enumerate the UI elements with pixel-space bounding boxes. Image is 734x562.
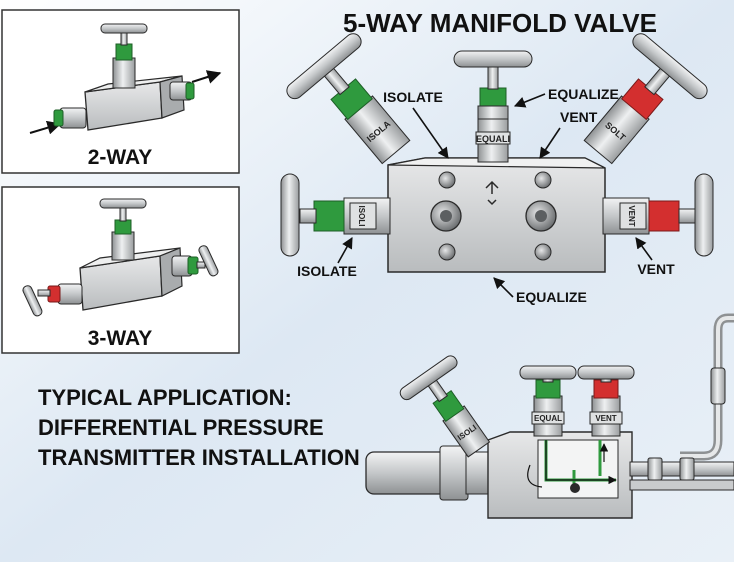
callout-equalize-top: EQUALIZE bbox=[548, 86, 619, 102]
application-heading: TYPICAL APPLICATION: DIFFERENTIAL PRESSU… bbox=[38, 385, 360, 470]
application-heading-line3: TRANSMITTER INSTALLATION bbox=[38, 445, 360, 470]
stamp-vent-app: VENT bbox=[595, 414, 616, 423]
callout-vent-right: VENT bbox=[637, 261, 675, 277]
flow-out-arrow bbox=[191, 70, 222, 84]
stamp-vent: VENT bbox=[627, 205, 636, 226]
five-way-manifold: EQUALI ISOLA SOLT ISOLI V bbox=[280, 33, 714, 273]
callout-equalize-bottom: EQUALIZE bbox=[516, 289, 587, 305]
green-handle-cap bbox=[115, 43, 133, 61]
two-way-panel: 2-WAY bbox=[1, 9, 240, 174]
application-heading-line1: TYPICAL APPLICATION: bbox=[38, 385, 292, 410]
callouts: ISOLATE EQUALIZE VENT ISOLATE VENT EQUAL… bbox=[297, 86, 675, 305]
stamp-equali: EQUALI bbox=[476, 134, 510, 144]
callout-vent-top: VENT bbox=[560, 109, 598, 125]
stamp-equal-app: EQUAL bbox=[534, 414, 562, 423]
callout-isolate-top: ISOLATE bbox=[383, 89, 443, 105]
stamp-isoli: ISOLI bbox=[357, 206, 366, 227]
application-drawing: ISOLI EQUAL VENT bbox=[365, 313, 734, 519]
three-way-panel: 3-WAY bbox=[1, 186, 240, 354]
application-heading-line2: DIFFERENTIAL PRESSURE bbox=[38, 415, 324, 440]
main-title: 5-WAY MANIFOLD VALVE bbox=[343, 8, 657, 38]
center-t-handle bbox=[453, 50, 533, 68]
two-way-caption: 2-WAY bbox=[88, 146, 153, 169]
three-way-caption: 3-WAY bbox=[88, 327, 153, 350]
callout-isolate-left: ISOLATE bbox=[297, 263, 357, 279]
t-handle bbox=[100, 23, 148, 34]
